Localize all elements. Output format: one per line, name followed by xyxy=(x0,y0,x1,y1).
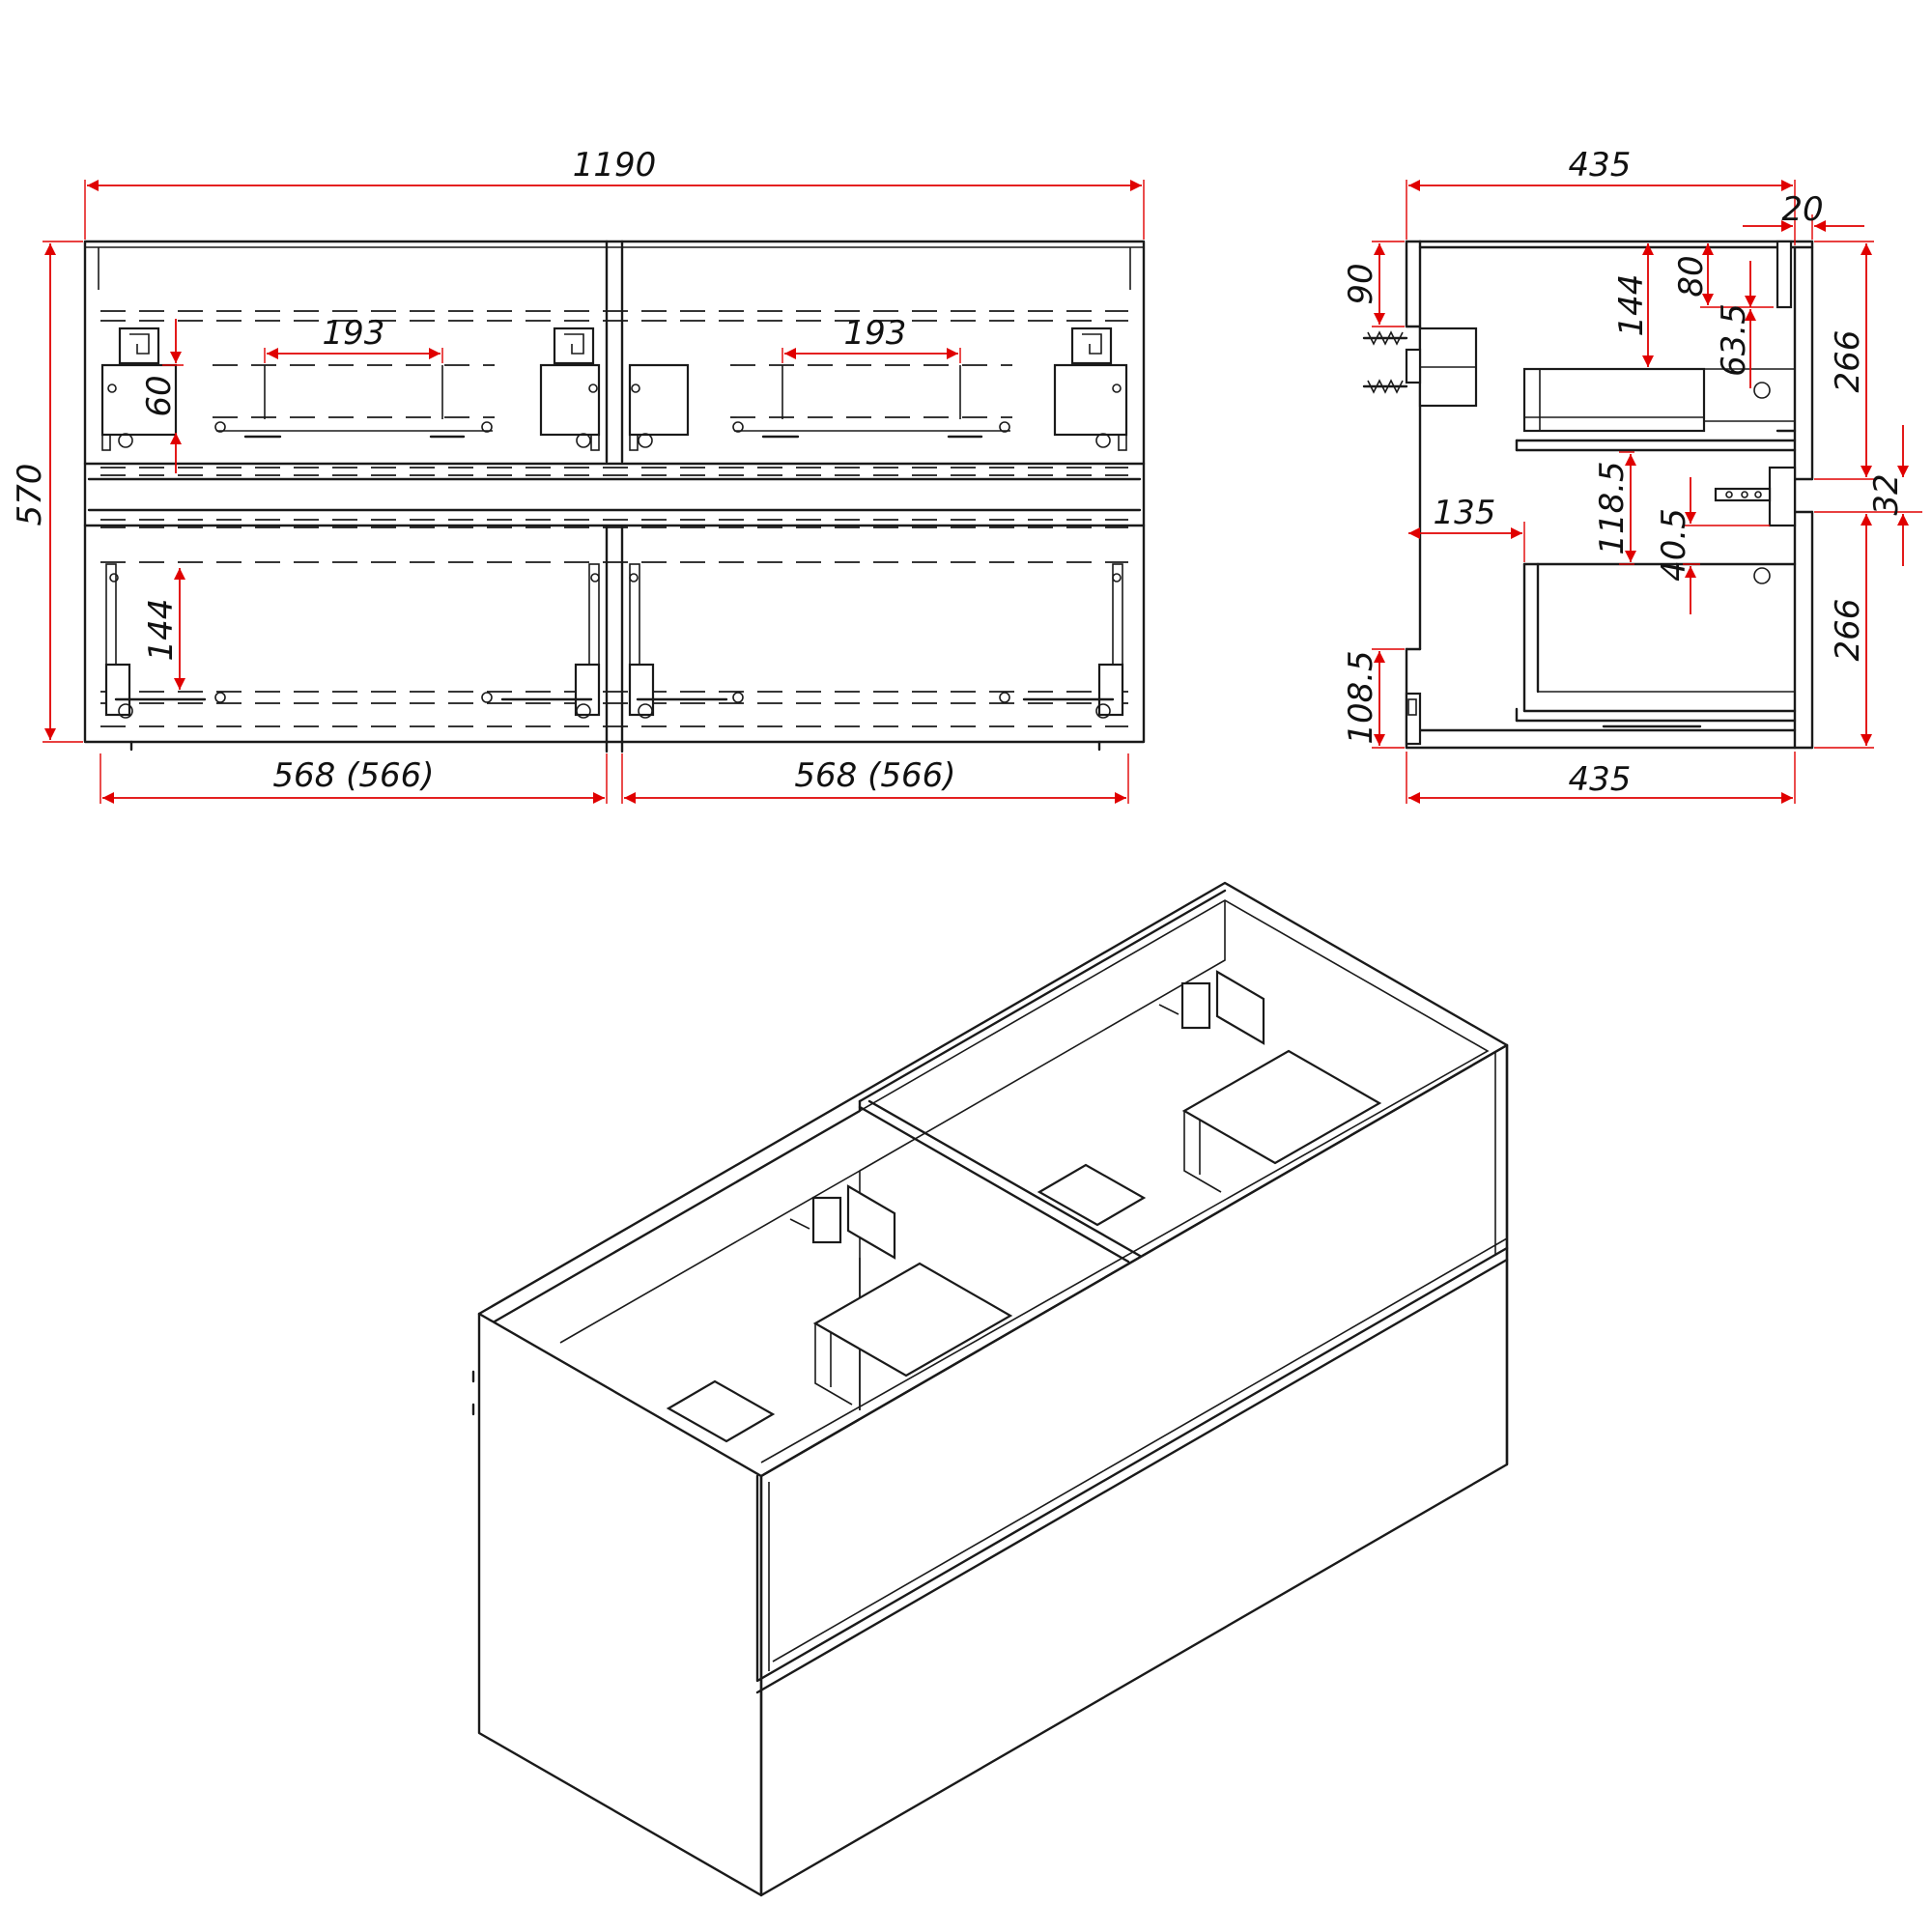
dim-label-upper-hole-height: 63.5 xyxy=(1715,303,1753,377)
dimension-upper-front-height: 266 xyxy=(1814,241,1874,480)
dim-label-overall-height: 570 xyxy=(11,464,49,526)
dimension-right-handle-spacing: 193 xyxy=(781,314,961,363)
dim-label-front-gap: 32 xyxy=(1867,473,1906,515)
dimension-lower-front-height: 266 xyxy=(1814,514,1874,749)
dimension-bracket-drop: 40.5 xyxy=(1655,477,1770,614)
dimension-front-gap: 32 xyxy=(1814,425,1922,566)
dimension-right-drawer-width: 568 (566) xyxy=(621,753,1129,804)
dimension-overall-height: 570 xyxy=(11,241,83,743)
dim-label-bottom-bracket-height: 108.5 xyxy=(1342,650,1380,744)
dim-label-top-offset: 90 xyxy=(1342,263,1380,304)
dimension-drawer-setback: 135 xyxy=(1408,494,1525,562)
side-view: 435 20 435 90 144 80 xyxy=(1342,146,1922,804)
dim-label-left-handle-spacing: 193 xyxy=(323,314,385,353)
isometric-view xyxy=(471,881,1509,1897)
dimension-bottom-bracket-height: 108.5 xyxy=(1342,648,1405,749)
dimension-left-handle-spacing: 193 xyxy=(264,314,443,363)
dim-label-drawer-setback: 135 xyxy=(1434,494,1496,532)
dimension-overall-width: 1190 xyxy=(84,146,1145,240)
dim-label-bracket-drop: 40.5 xyxy=(1655,508,1693,582)
dim-label-upper-rail-height: 60 xyxy=(140,375,179,416)
dimension-upper-rail-height: 60 xyxy=(140,319,184,473)
lower-runners xyxy=(104,563,1124,719)
dim-label-right-handle-spacing: 193 xyxy=(844,314,907,353)
dim-label-right-drawer-width: 568 (566) xyxy=(794,756,955,795)
dimension-upper-drawer-gap: 80 xyxy=(1672,243,1774,308)
dimension-lower-drawer-height: 144 xyxy=(142,568,185,690)
dimension-top-offset: 90 xyxy=(1342,241,1405,327)
dim-label-upper-drawer-offset: 144 xyxy=(1612,274,1651,337)
dim-label-bottom-depth: 435 xyxy=(1569,760,1632,799)
upper-sink-outlines xyxy=(213,364,1012,439)
dimension-bracket-height: 118.5 xyxy=(1593,451,1636,565)
dim-label-lower-drawer-height: 144 xyxy=(142,599,181,662)
dim-label-bracket-height: 118.5 xyxy=(1593,461,1632,554)
dim-label-left-drawer-width: 568 (566) xyxy=(272,756,434,795)
dimension-left-drawer-width: 568 (566) xyxy=(99,753,608,804)
dim-label-upper-front-height: 266 xyxy=(1829,330,1867,393)
dim-label-overall-width: 1190 xyxy=(573,146,657,185)
dimension-top-depth: 435 xyxy=(1406,146,1796,245)
dimension-upper-drawer-offset: 144 xyxy=(1612,243,1654,367)
dim-label-lower-front-height: 266 xyxy=(1829,599,1867,662)
dimension-upper-hole-height: 63.5 xyxy=(1715,261,1756,388)
dimension-back-offset: 20 xyxy=(1743,190,1864,240)
front-view: 1190 570 568 (566) 568 (566) 193 xyxy=(11,146,1146,804)
dim-label-back-offset: 20 xyxy=(1781,190,1823,229)
dim-label-top-depth: 435 xyxy=(1569,146,1632,185)
dim-label-upper-drawer-gap: 80 xyxy=(1672,255,1711,297)
upper-runners xyxy=(100,327,1128,451)
dimension-bottom-depth: 435 xyxy=(1406,752,1796,804)
